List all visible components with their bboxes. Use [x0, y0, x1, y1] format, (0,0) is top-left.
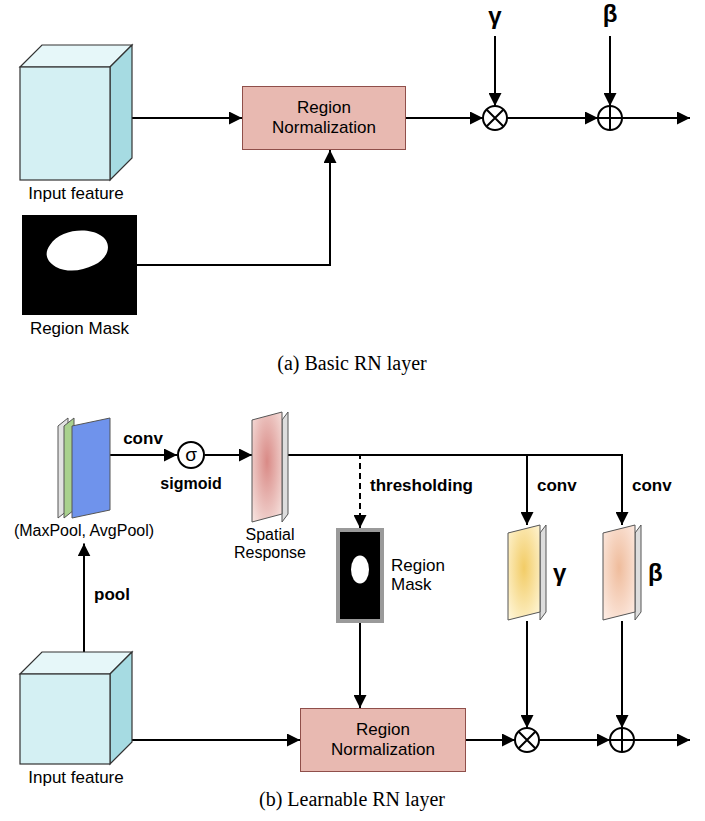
- flow-arrow: [359, 623, 361, 708]
- flow-arrow: [110, 454, 177, 456]
- node-label: Input feature: [28, 768, 123, 788]
- caption: (b) Learnable RN layer: [259, 788, 445, 811]
- node-label: Region Mask: [391, 556, 455, 595]
- node-text: Region Normalization: [243, 98, 405, 137]
- node-label: β: [648, 559, 663, 587]
- flow-arrow: [132, 117, 242, 119]
- node-label: sigmoid: [160, 475, 221, 493]
- beta-map: β: [603, 525, 641, 620]
- panel-face: [603, 525, 635, 620]
- panel-face: [508, 525, 540, 620]
- edge-group: [84, 118, 622, 740]
- beta-arrow: [609, 36, 611, 106]
- node-label: γ: [553, 559, 566, 587]
- output-arrow: [622, 117, 690, 119]
- slab: [72, 418, 110, 518]
- beta-arrow: [621, 621, 623, 728]
- flow-arrow: [507, 117, 598, 119]
- node-text: Region Normalization: [301, 720, 465, 759]
- input-feature-cube: Input feature: [20, 45, 132, 180]
- spatial-response: Spatial Response: [252, 412, 288, 522]
- beta-map-graphic: [603, 525, 641, 620]
- flow-arrow: [205, 454, 252, 456]
- multiply-cross: [487, 110, 504, 127]
- panel-face: [252, 412, 282, 522]
- region-mask: Region Mask: [22, 215, 137, 315]
- flow-arrow: [539, 739, 610, 741]
- edge-label: conv: [535, 476, 579, 496]
- beta-label: β: [603, 0, 618, 28]
- add-cross: [598, 106, 622, 130]
- flow-arrow: [400, 117, 483, 119]
- edge-label: conv: [121, 429, 165, 449]
- multiply-symbol: [483, 106, 507, 130]
- node-label: Input feature: [28, 184, 123, 204]
- add-symbol: [598, 106, 622, 130]
- flow-arrow: [288, 455, 622, 525]
- edge-label: conv: [630, 476, 674, 496]
- panel-edge: [282, 412, 288, 522]
- gamma-map: γ: [508, 525, 546, 620]
- region-mask: Region Mask: [336, 528, 384, 623]
- cube-front: [20, 67, 110, 180]
- gamma-arrow: [494, 36, 496, 106]
- process-box: Region Normalization: [242, 86, 406, 150]
- cube-side: [110, 652, 132, 764]
- add-cross: [610, 728, 634, 752]
- node-label: (MaxPool, AvgPool): [14, 522, 154, 540]
- gamma-label: γ: [488, 2, 501, 30]
- node-text: σ: [179, 444, 203, 466]
- flow-arrow: [460, 739, 515, 741]
- multiply-cross: [519, 732, 536, 749]
- multiply-symbol: [515, 728, 539, 752]
- node-label: Region Mask: [30, 319, 129, 339]
- input-feature-cube-graphic: [20, 652, 132, 764]
- pooled-feature-graphic: [58, 418, 110, 518]
- flow-arrow: [132, 739, 300, 741]
- edge-label: pool: [92, 585, 132, 605]
- input-feature-cube: Input feature: [20, 652, 132, 764]
- region-mask-graphic: [336, 528, 384, 623]
- mask-ground: [338, 530, 382, 621]
- add-symbol: [610, 728, 634, 752]
- gamma-arrow: [526, 621, 528, 728]
- gamma-map-graphic: [508, 525, 546, 620]
- region-mask-graphic: [22, 215, 137, 315]
- mask-region: [351, 556, 369, 584]
- node-label: Spatial Response: [225, 526, 315, 563]
- spatial-response-graphic: [252, 412, 288, 522]
- output-arrow: [634, 739, 690, 741]
- cube-side: [110, 45, 132, 180]
- panel-edge: [540, 525, 546, 620]
- caption: (a) Basic RN layer: [277, 352, 426, 375]
- cube-front: [20, 674, 110, 764]
- mask-ground: [22, 215, 137, 315]
- flow-arrow: [137, 150, 330, 265]
- pooled-feature: (MaxPool, AvgPool): [58, 418, 110, 518]
- mask-region: [47, 230, 108, 270]
- process-box: Region Normalization: [300, 708, 466, 772]
- edge-label: thresholding: [368, 476, 475, 496]
- dashed-arrow: [288, 455, 360, 528]
- input-feature-cube-graphic: [20, 45, 132, 180]
- flow-arrow: [83, 543, 85, 652]
- sigmoid-circle: σsigmoid: [177, 441, 205, 469]
- panel-edge: [635, 525, 641, 620]
- flow-arrow: [288, 455, 527, 525]
